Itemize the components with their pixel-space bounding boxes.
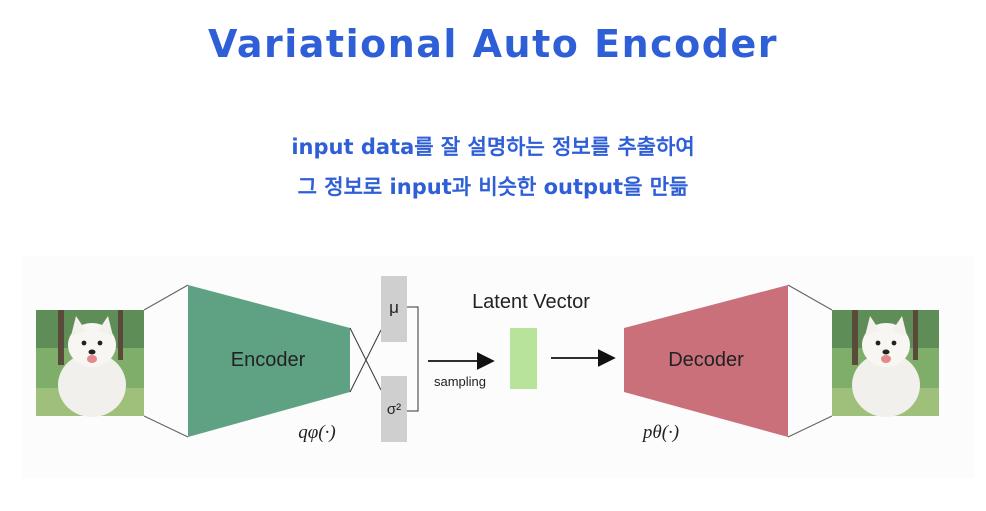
encoder-label: Encoder [231,349,306,371]
decoder-label: Decoder [668,349,744,371]
input-dog-image [36,310,144,417]
sampling-label: sampling [434,374,486,389]
input-connector-top [143,284,189,311]
mu-label: μ [389,298,399,317]
param-bracket [407,306,419,412]
encoder-to-mu-line [349,329,382,393]
mu-box [381,276,407,342]
output-connector-top [787,284,833,311]
encoder-block [188,285,350,437]
vae-diagram-panel [22,256,974,478]
subtitle-line-2: 그 정보로 input과 비슷한 output을 만듦 [297,175,689,199]
page-title: Variational Auto Encoder [208,22,778,66]
p-theta-label: pθ(·) [641,422,679,443]
input-connector-bottom [143,415,189,438]
decoder-block [624,285,788,437]
subtitle-line-1: input data를 잘 설명하는 정보를 추출하여 [291,135,695,159]
encoder-to-sigma-line [349,327,382,391]
q-phi-label: qφ(·) [298,422,335,443]
output-dog-image [832,310,939,417]
sigma-label: σ² [387,401,401,418]
output-connector-bottom [787,415,833,438]
sigma-box [381,376,407,442]
latent-vector-label: Latent Vector [472,291,590,313]
latent-vector-block [510,328,537,389]
